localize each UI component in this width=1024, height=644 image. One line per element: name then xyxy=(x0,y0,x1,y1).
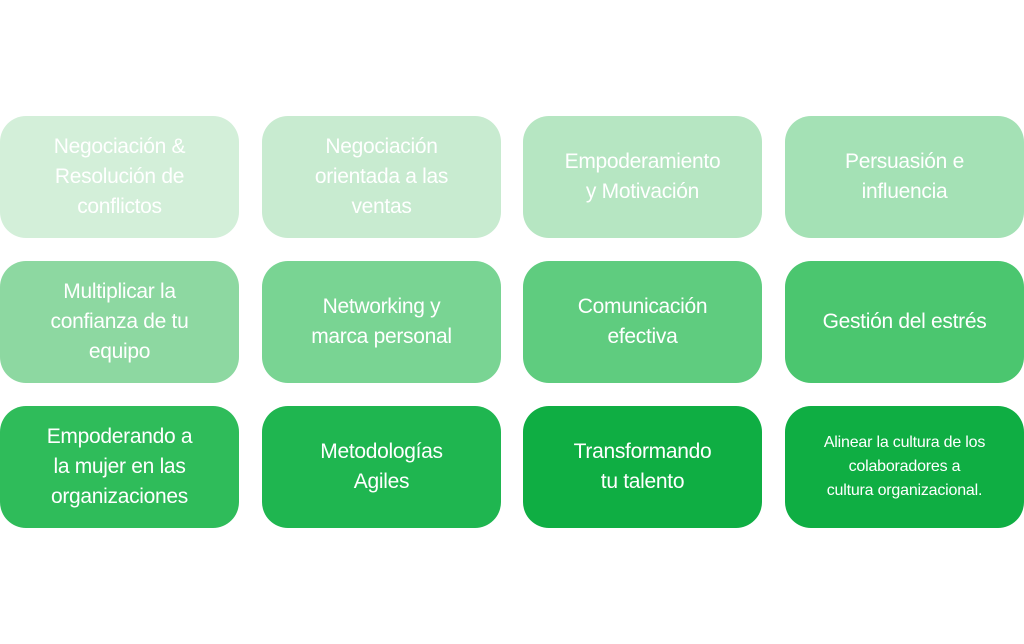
tile-negociacion-ventas: Negociación orientada a las ventas xyxy=(262,116,501,238)
tile-multiplicar-confianza: Multiplicar la confianza de tu equipo xyxy=(0,261,239,383)
tile-gestion-estres: Gestión del estrés xyxy=(785,261,1024,383)
tile-comunicacion-efectiva: Comunicación efectiva xyxy=(523,261,762,383)
tile-alinear-cultura: Alinear la cultura de los colaboradores … xyxy=(785,406,1024,528)
tile-transformando-talento: Transformando tu talento xyxy=(523,406,762,528)
tile-metodologias-agiles: Metodologías Agiles xyxy=(262,406,501,528)
tile-negociacion-resolucion: Negociación & Resolución de conflictos xyxy=(0,116,239,238)
topics-grid: Negociación & Resolución de conflictos N… xyxy=(0,116,1024,528)
tile-empoderamiento-motivacion: Empoderamiento y Motivación xyxy=(523,116,762,238)
tile-persuasion-influencia: Persuasión e influencia xyxy=(785,116,1024,238)
tile-networking-marca: Networking y marca personal xyxy=(262,261,501,383)
tile-empoderando-mujer: Empoderando a la mujer en las organizaci… xyxy=(0,406,239,528)
